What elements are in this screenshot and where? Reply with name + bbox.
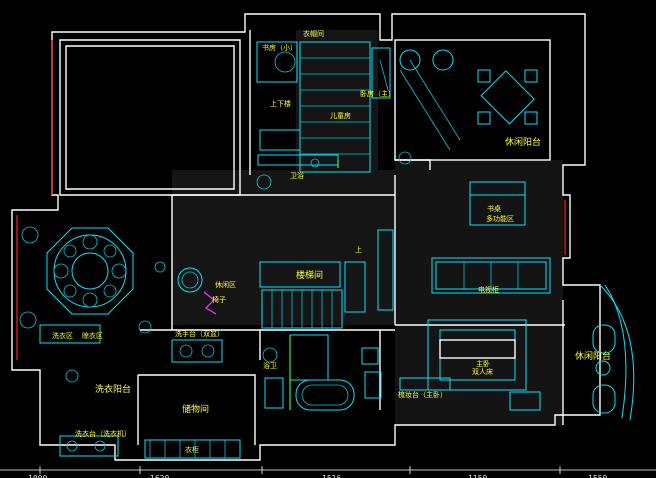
dim-4: 1150 xyxy=(468,474,487,478)
dim-2: 1620 xyxy=(150,474,169,478)
cabinets xyxy=(431,257,551,294)
dim-5: 1550 xyxy=(588,474,607,478)
plants xyxy=(19,151,412,334)
label-stairs-up: 上下楼 xyxy=(270,99,291,108)
side-terrace xyxy=(592,284,635,421)
laundry-table xyxy=(46,227,134,315)
label-wardrobe: 衣柜 xyxy=(185,445,199,454)
stair-top xyxy=(299,41,371,173)
label-terrace-side: 休闲阳台 xyxy=(575,350,611,362)
dining-sink xyxy=(171,339,223,363)
inner-walls xyxy=(137,30,565,445)
label-terrace-right: 休闲阳台 xyxy=(505,136,541,148)
label-laundry-rack: 洗衣台（洗衣机） xyxy=(75,429,131,438)
label-bedroom-top: 卧房（主） xyxy=(360,89,395,98)
label-dresser: 梳妆台（主卧） xyxy=(398,390,447,399)
laundry-area xyxy=(39,324,119,457)
bathroom xyxy=(262,334,382,411)
label-wash-basin: 洗手台（双盆） xyxy=(175,329,224,338)
label-master-bed: 主卧 xyxy=(476,359,490,368)
label-laundry-balcony: 洗衣阳台 xyxy=(95,383,131,395)
label-bed-note: 双人床 xyxy=(472,367,493,376)
study-area xyxy=(469,181,526,226)
label-stair-hall: 楼梯间 xyxy=(296,269,323,281)
terrace-furniture xyxy=(394,39,551,161)
dim-1: 1000 xyxy=(28,474,47,478)
label-drying-area: 晾衣区 xyxy=(82,331,103,340)
label-flex-area: 多功能区 xyxy=(486,214,514,223)
window-edges xyxy=(16,40,566,360)
label-laundry-area: 洗衣区 xyxy=(52,331,73,340)
label-storage: 储物间 xyxy=(182,403,209,415)
dim-3: 1516 xyxy=(322,474,341,478)
label-closet: 衣帽间 xyxy=(303,29,324,38)
label-up: 上 xyxy=(355,245,362,254)
master-bed xyxy=(399,319,541,411)
dimension-line xyxy=(0,466,656,474)
storage-room xyxy=(144,439,241,459)
label-study-desk: 书桌 xyxy=(487,204,501,213)
label-tv-cabinet: 电视柜 xyxy=(478,285,499,294)
label-bathroom: 浴卫 xyxy=(263,361,277,370)
label-study-small: 书房（小） xyxy=(262,43,297,52)
label-wash-room: 卫浴 xyxy=(290,171,304,180)
label-leisure: 休闲区 xyxy=(215,280,236,289)
stair-hall xyxy=(259,229,394,329)
leisure-chair xyxy=(177,267,217,315)
label-balcony-chair: 椅子 xyxy=(212,295,226,304)
label-kid-room: 儿童房 xyxy=(330,111,351,120)
